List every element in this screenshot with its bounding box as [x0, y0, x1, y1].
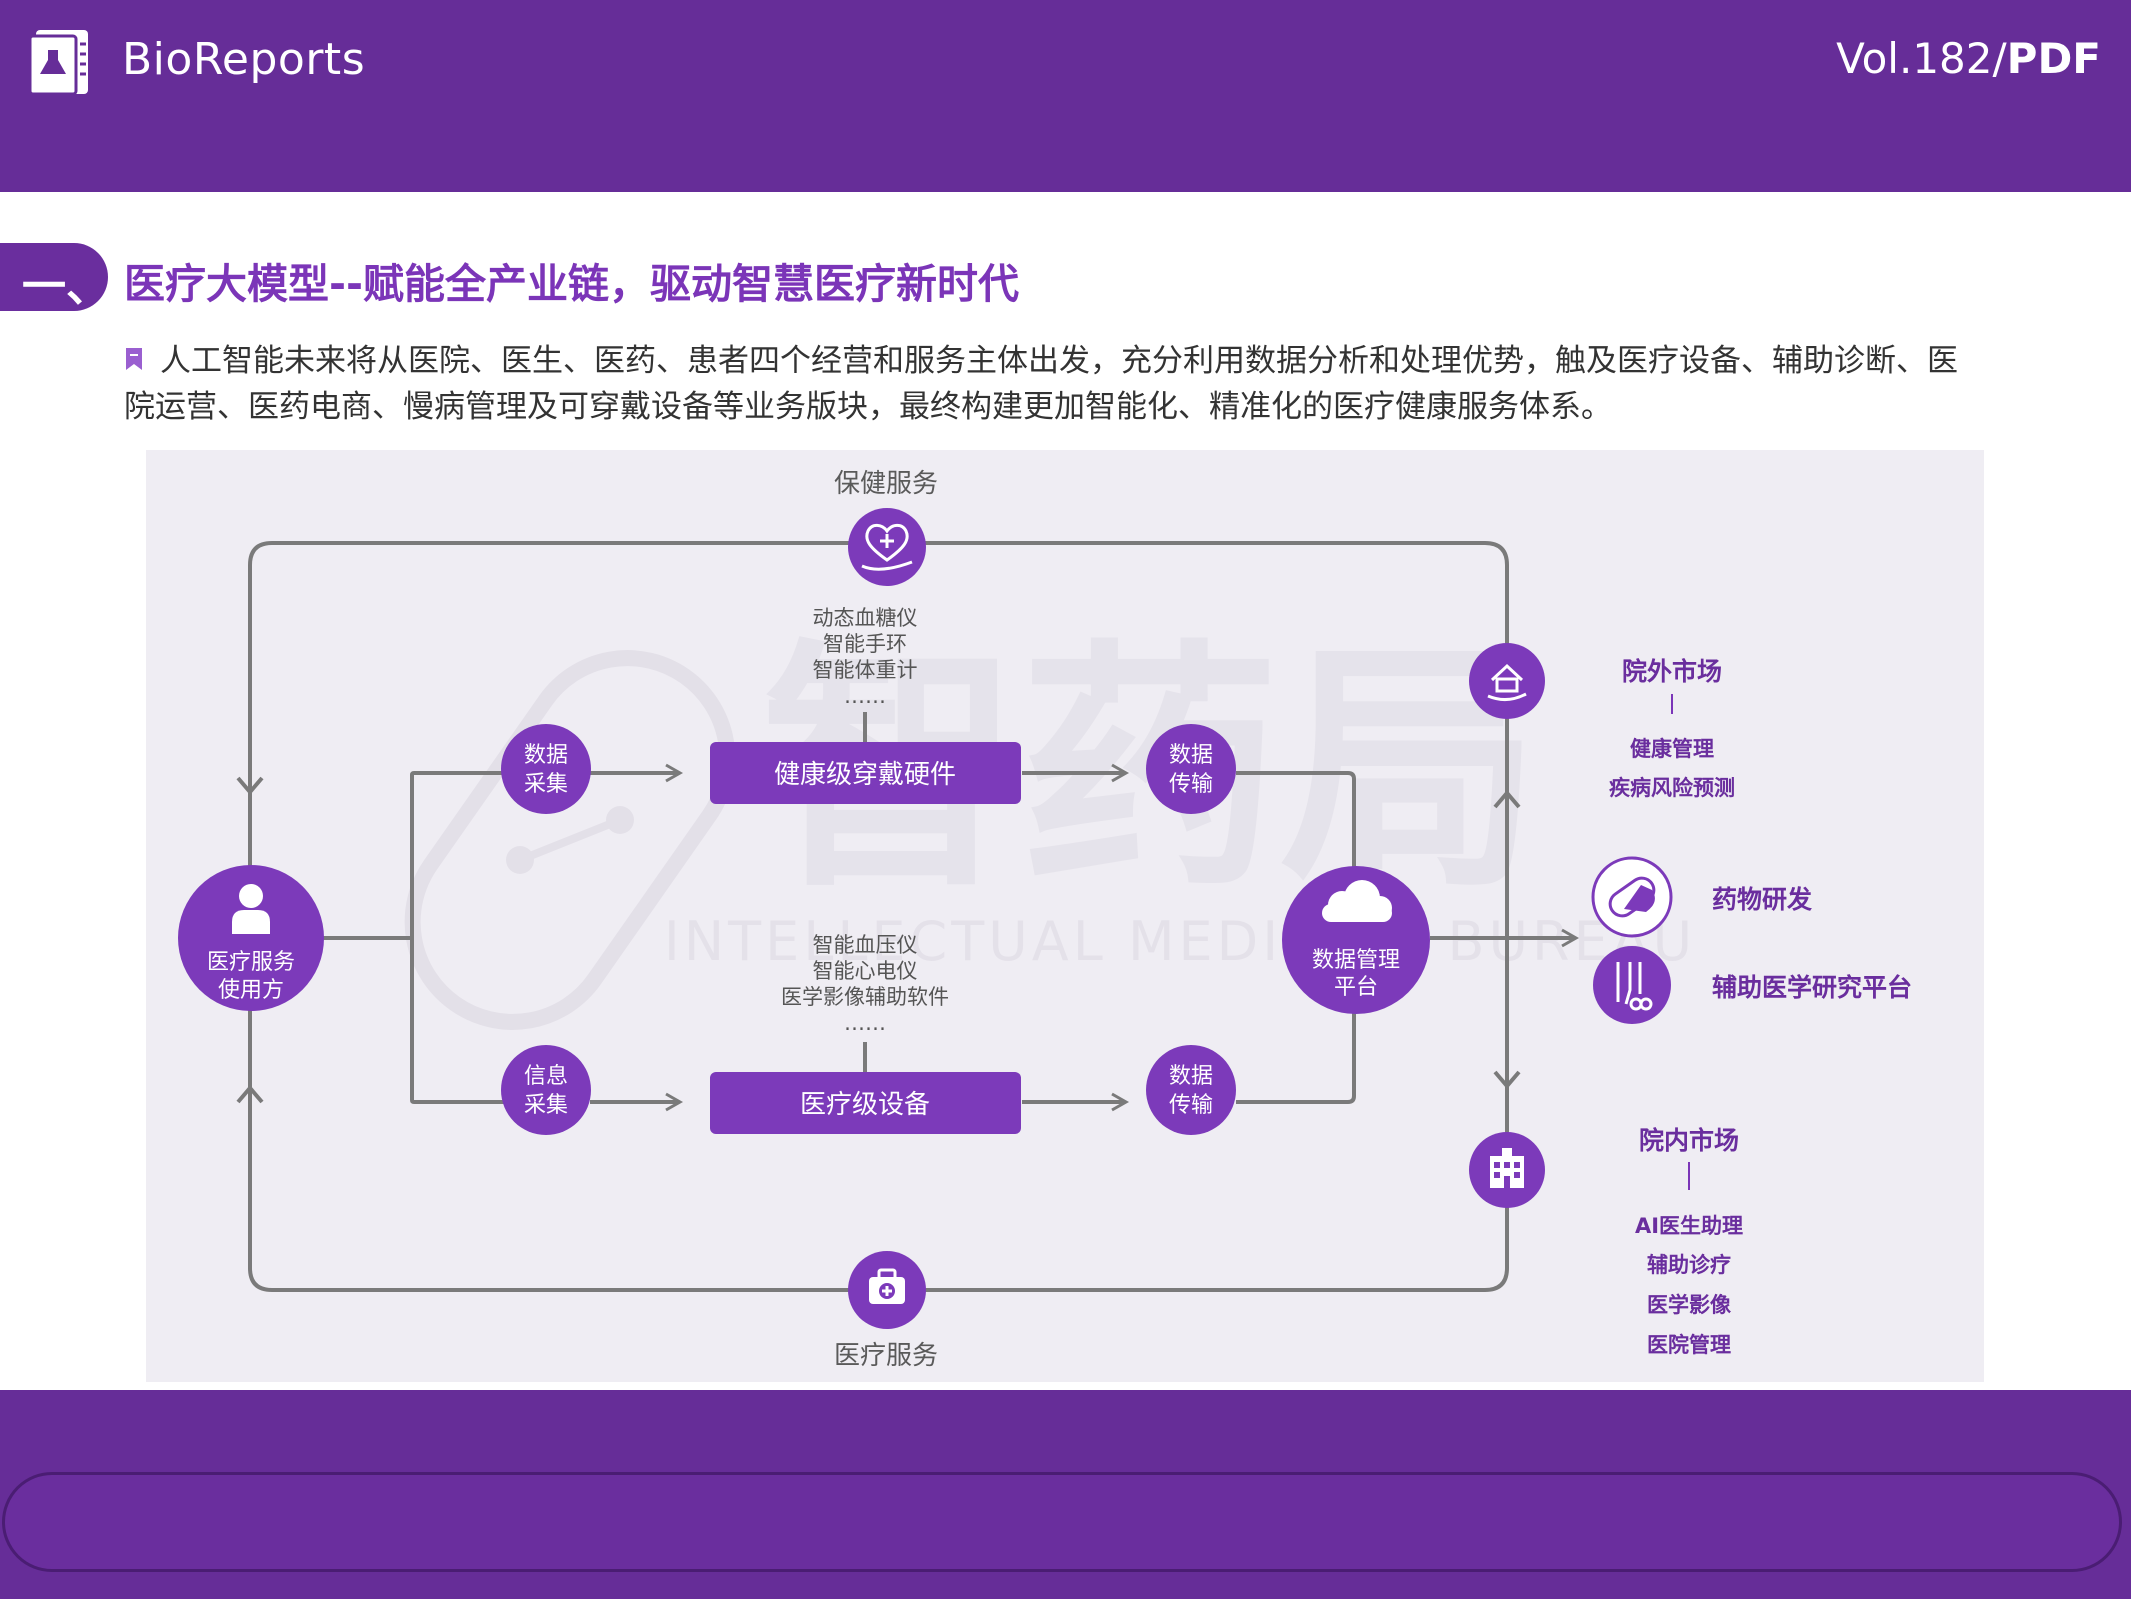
- section-tab: [0, 243, 108, 311]
- wearable-hardware-box: 健康级穿戴硬件: [710, 742, 1021, 804]
- inside-item: 辅助诊疗: [1647, 1253, 1731, 1277]
- bookmark-icon: [126, 348, 142, 370]
- outer-loop: [248, 541, 1509, 1292]
- svg-text:数据: 数据: [524, 743, 568, 768]
- pill-icon: [1608, 876, 1656, 918]
- top-service-label: 保健服务: [834, 469, 938, 499]
- heart-hand-icon: [861, 523, 913, 571]
- user-label-line1: 医疗服务: [207, 950, 295, 975]
- medical-device-box: 医疗级设备: [710, 1072, 1021, 1134]
- inside-market-node: [1469, 1132, 1545, 1208]
- wearable-examples: 动态血糖仪 智能手环 智能体重计 ……: [813, 606, 918, 708]
- inside-market-title: 院内市场: [1639, 1126, 1739, 1155]
- outside-market-title: 院外市场: [1622, 657, 1722, 686]
- wearable-example: ……: [844, 684, 886, 708]
- data-collection-node: 数据 采集: [501, 724, 591, 814]
- wearable-example: 智能手环: [823, 632, 907, 656]
- outside-market-node: [1469, 643, 1545, 719]
- person-icon: [232, 884, 270, 934]
- inside-item: 医学影像: [1647, 1293, 1732, 1317]
- drug-rd-label: 药物研发: [1712, 885, 1812, 914]
- medical-service-node: [848, 1251, 926, 1329]
- footer-pill: [2, 1472, 2122, 1572]
- service-user-node: 医疗服务 使用方: [178, 865, 324, 1011]
- diagram-panel: [146, 450, 1984, 1382]
- svg-text:传输: 传输: [1169, 772, 1213, 797]
- medical-kit-icon: [869, 1268, 905, 1304]
- surgical-tools-icon: [1616, 962, 1653, 1011]
- user-label-line2: 使用方: [218, 978, 284, 1003]
- svg-text:传输: 传输: [1169, 1093, 1213, 1118]
- section-title: 医疗大模型--赋能全产业链，驱动智慧医疗新时代: [124, 260, 1020, 308]
- data-transfer-node-top: 数据 传输: [1146, 724, 1236, 814]
- research-platform-label: 辅助医学研究平台: [1712, 973, 1912, 1002]
- info-collection-node: 信息 采集: [501, 1045, 591, 1135]
- header-bar: [0, 0, 2131, 192]
- section-number: 一、: [22, 261, 110, 312]
- inside-item: 医院管理: [1647, 1333, 1731, 1357]
- data-platform-node: 数据管理 平台: [1282, 866, 1430, 1014]
- medical-example: 智能血压仪: [813, 933, 918, 957]
- report-book-icon: [28, 30, 88, 96]
- svg-text:数据: 数据: [1169, 743, 1213, 768]
- svg-text:采集: 采集: [524, 1093, 568, 1118]
- svg-text:数据管理: 数据管理: [1312, 948, 1400, 973]
- outside-item: 疾病风险预测: [1609, 776, 1735, 800]
- research-platform-node: [1593, 946, 1671, 1024]
- intro-paragraph: 人工智能未来将从医院、医生、医药、患者四个经营和服务主体出发，充分利用数据分析和…: [124, 343, 1958, 425]
- volume-label: Vol.182/PDF: [1836, 34, 2101, 83]
- medical-example: ……: [844, 1011, 886, 1035]
- wearable-example: 动态血糖仪: [813, 606, 918, 630]
- data-transfer-node-bottom: 数据 传输: [1146, 1045, 1236, 1135]
- cloud-icon: [1322, 880, 1392, 922]
- hospital-icon: [1490, 1148, 1524, 1188]
- medical-example: 智能心电仪: [813, 959, 918, 983]
- inside-item: AI医生助理: [1635, 1214, 1743, 1238]
- medical-example: 医学影像辅助软件: [781, 985, 949, 1009]
- home-hand-icon: [1487, 663, 1527, 701]
- svg-text:采集: 采集: [524, 772, 568, 797]
- svg-text:信息: 信息: [524, 1064, 568, 1089]
- outside-item: 健康管理: [1630, 737, 1714, 761]
- bottom-service-label: 医疗服务: [834, 1341, 938, 1371]
- brand-name: BioReports: [122, 34, 366, 85]
- watermark-en: INTELLECTUAL MEDICINE BUREAU: [664, 910, 1696, 973]
- drug-rd-node: [1591, 856, 1673, 938]
- health-service-node: [848, 508, 926, 586]
- svg-text:健康级穿戴硬件: 健康级穿戴硬件: [774, 760, 956, 790]
- svg-text:数据: 数据: [1169, 1064, 1213, 1089]
- svg-text:医疗级设备: 医疗级设备: [800, 1090, 930, 1120]
- wearable-example: 智能体重计: [813, 658, 918, 682]
- svg-text:平台: 平台: [1334, 975, 1378, 1000]
- medical-examples: 智能血压仪 智能心电仪 医学影像辅助软件 ……: [781, 933, 949, 1035]
